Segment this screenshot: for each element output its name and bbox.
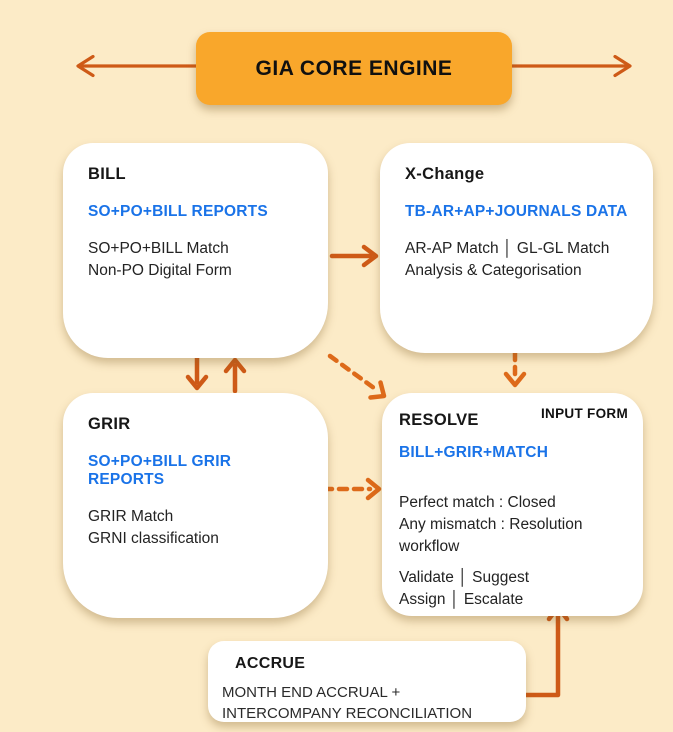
xchange-title: X-Change <box>405 165 485 183</box>
arrow-xchange-to-resolve-dashed <box>503 350 527 388</box>
grir-line: GRNI classification <box>88 530 219 547</box>
grir-title: GRIR <box>88 415 131 433</box>
input-form-badge: INPUT FORM <box>541 406 628 421</box>
header-title: GIA CORE ENGINE <box>255 56 453 80</box>
accrue-line: MONTH END ACCRUAL + INTERCOMPANY RECONCI… <box>222 684 473 722</box>
header-box: GIA CORE ENGINE <box>196 32 512 105</box>
header-arrow-right <box>510 54 632 78</box>
resolve-line: Perfect match : Closed <box>399 494 556 511</box>
bill-subtitle: SO+PO+BILL REPORTS <box>88 203 268 220</box>
arrow-bill-to-grir <box>185 354 209 391</box>
xchange-line: Analysis & Categorisation <box>405 262 582 279</box>
grir-line: GRIR Match <box>88 508 174 525</box>
grir-subtitle: SO+PO+BILL GRIR REPORTS <box>88 453 232 488</box>
accrue-title: ACCRUE <box>235 655 306 672</box>
card-resolve: INPUT FORM RESOLVE BILL+GRIR+MATCH Perfe… <box>382 393 643 616</box>
bill-title: BILL <box>88 165 126 183</box>
bill-line: Non-PO Digital Form <box>88 262 232 279</box>
card-xchange: X-Change TB-AR+AP+JOURNALS DATA AR-AP Ma… <box>380 143 653 353</box>
resolve-subtitle: BILL+GRIR+MATCH <box>399 444 549 461</box>
resolve-line: Any mismatch : Resolution workflow <box>399 516 583 555</box>
card-accrue: ACCRUE MONTH END ACCRUAL + INTERCOMPANY … <box>208 641 526 722</box>
xchange-line: AR-AP Match │ GL-GL Match <box>405 240 610 257</box>
bill-line: SO+PO+BILL Match <box>88 240 229 257</box>
arrow-grir-to-bill <box>223 357 247 394</box>
card-grir: GRIR SO+PO+BILL GRIR REPORTS GRIR Match … <box>63 393 328 618</box>
resolve-line: Assign │ Escalate <box>399 591 524 608</box>
header-arrow-left <box>76 54 198 78</box>
arrow-grir-to-resolve-dashed <box>321 477 382 501</box>
card-bill: BILL SO+PO+BILL REPORTS SO+PO+BILL Match… <box>63 143 328 358</box>
resolve-title: RESOLVE <box>399 411 479 429</box>
resolve-line: Validate │ Suggest <box>399 569 530 586</box>
arrow-bill-to-xchange <box>329 244 379 268</box>
arrow-bill-to-resolve-dashed <box>327 353 387 400</box>
xchange-subtitle: TB-AR+AP+JOURNALS DATA <box>405 203 628 220</box>
arrow-accrue-to-resolve <box>523 604 570 698</box>
